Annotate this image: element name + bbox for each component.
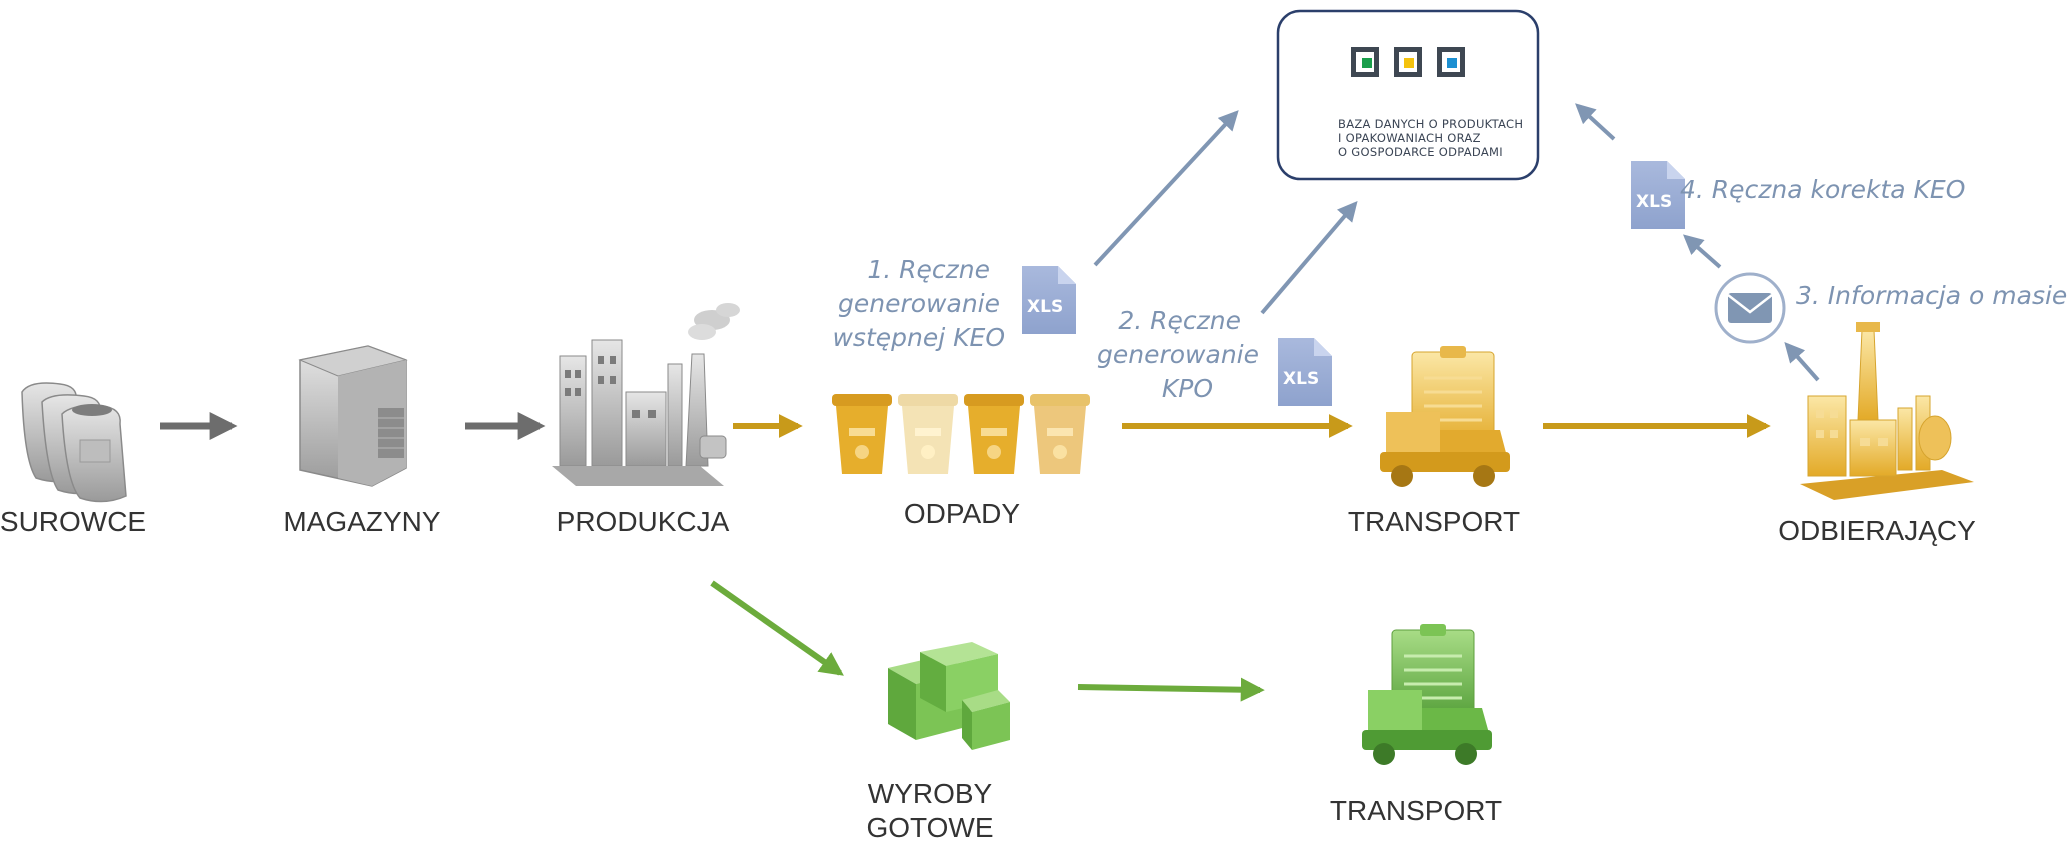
label-odbierajacy: ODBIERAJĄCY xyxy=(1778,515,1976,546)
arrow-korekta-to-bdo xyxy=(1575,103,1616,141)
step2-line1: 2. Ręczne xyxy=(1118,306,1241,335)
arrow-envelope-to-xls xyxy=(1683,234,1722,269)
label-wyroby-line1: WYROBY xyxy=(868,778,993,809)
label-odpady: ODPADY xyxy=(904,498,1020,529)
arrow-produkcja-wyroby xyxy=(710,580,844,676)
xls-label: XLS xyxy=(1283,369,1319,389)
arrow-wyroby-transport xyxy=(1077,677,1265,702)
step1-line2: generowanie xyxy=(838,289,1000,318)
arrow-odbierajacy-to-envelope xyxy=(1784,342,1820,382)
waste-bins-icon xyxy=(832,394,1090,474)
xls-label: XLS xyxy=(1027,297,1063,317)
arrow-kpo-to-bdo xyxy=(1260,200,1358,315)
envelope-icon xyxy=(1714,272,1786,344)
xls-file-icon: XLS xyxy=(1022,266,1076,334)
xls-label: XLS xyxy=(1636,192,1672,212)
step1-line1: 1. Ręczne xyxy=(867,255,990,284)
truck-icon xyxy=(1362,624,1492,765)
arrow-keo-to-bdo xyxy=(1093,110,1239,267)
bdo-logo xyxy=(1351,47,1465,77)
processing-plant-icon xyxy=(1800,322,1974,500)
truck-icon xyxy=(1380,346,1510,487)
step2-line3: KPO xyxy=(1162,374,1213,403)
step3-note: 3. Informacja o masie xyxy=(1796,281,2067,310)
flow-arrows xyxy=(160,103,1820,702)
bdo-line1: BAZA DANYCH O PRODUKTACH xyxy=(1338,117,1523,131)
step1-line3: wstępnej KEO xyxy=(832,323,1005,352)
boxes-icon xyxy=(888,642,1010,750)
factory-icon xyxy=(552,303,740,486)
bdo-line2: I OPAKOWANIACH ORAZ xyxy=(1338,131,1481,145)
step2-note: 2. Ręczne generowanie KPO xyxy=(1097,306,1259,403)
xls-file-icon: XLS xyxy=(1631,161,1685,229)
label-transport-top: TRANSPORT xyxy=(1348,506,1520,537)
xls-file-icon: XLS xyxy=(1278,338,1332,406)
step2-line2: generowanie xyxy=(1097,340,1259,369)
step1-note: 1. Ręczne generowanie wstępnej KEO xyxy=(832,255,1005,352)
label-magazyny: MAGAZYNY xyxy=(283,506,440,537)
warehouse-icon xyxy=(298,345,408,487)
label-wyroby-line2: GOTOWE xyxy=(866,812,993,843)
label-surowce: SUROWCE xyxy=(0,506,146,537)
sacks-icon xyxy=(21,382,127,503)
step4-note: 4. Ręczna korekta KEO xyxy=(1680,175,1965,204)
bdo-line3: O GOSPODARCE ODPADAMI xyxy=(1338,145,1503,159)
label-transport-bottom: TRANSPORT xyxy=(1330,795,1502,826)
label-produkcja: PRODUKCJA xyxy=(557,506,730,537)
bdo-box: BAZA DANYCH O PRODUKTACH I OPAKOWANIACH … xyxy=(1276,9,1540,181)
